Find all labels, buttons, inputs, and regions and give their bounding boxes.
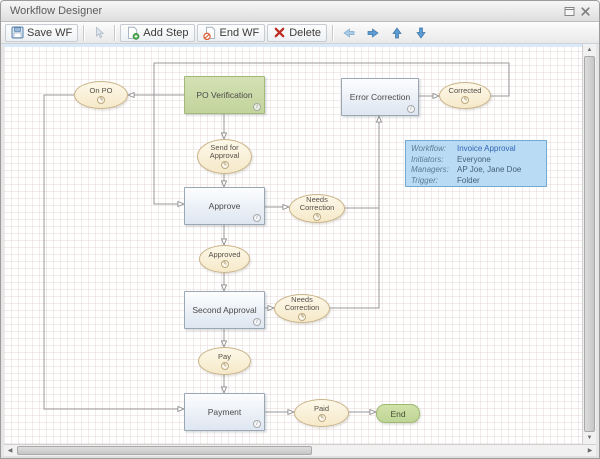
- scroll-left-icon[interactable]: ◀: [7, 448, 13, 454]
- node-po-verification[interactable]: PO Verification i: [184, 76, 265, 114]
- node-second-approval[interactable]: Second Approval i: [184, 291, 265, 329]
- node-needs-correction-2[interactable]: Needs Correction ✎: [274, 294, 330, 323]
- toolbar-separator: [114, 24, 116, 41]
- save-wf-label: Save WF: [27, 26, 73, 39]
- info-icon[interactable]: i: [253, 420, 261, 428]
- node-end[interactable]: End: [376, 404, 420, 423]
- page-add-green-icon: [128, 26, 140, 40]
- info-icon[interactable]: i: [253, 318, 261, 326]
- edit-icon: ✎: [317, 413, 326, 422]
- info-icon[interactable]: i: [253, 103, 261, 111]
- edit-icon: ✎: [220, 361, 229, 370]
- move-up-button[interactable]: [386, 24, 408, 42]
- restore-window-icon[interactable]: [561, 4, 577, 19]
- node-on-po[interactable]: On PO ✎: [74, 81, 128, 109]
- info-row: Trigger: Folder: [411, 176, 541, 187]
- red-x-icon: [274, 27, 285, 38]
- info-icon[interactable]: i: [253, 214, 261, 222]
- edit-icon: ✎: [461, 96, 469, 104]
- close-window-icon[interactable]: [577, 4, 593, 19]
- edit-icon: ✎: [313, 213, 321, 221]
- move-left-button[interactable]: [338, 24, 360, 42]
- workflow-canvas[interactable]: On PO ✎ Corrected ✎ Send for Approval ✎ …: [4, 44, 584, 444]
- toolbar-separator: [332, 24, 334, 41]
- save-wf-button[interactable]: Save WF: [5, 23, 79, 42]
- info-value: Folder: [457, 175, 480, 185]
- node-corrected[interactable]: Corrected ✎: [439, 82, 491, 109]
- add-step-button[interactable]: Add Step: [120, 23, 195, 42]
- info-value: Everyone: [457, 154, 491, 164]
- step-label: Error Correction: [349, 92, 411, 102]
- end-label: End: [390, 408, 406, 419]
- node-error-correction[interactable]: Error Correction i: [341, 78, 419, 116]
- restore-icon: [564, 6, 574, 16]
- vertical-scrollbar[interactable]: ▲ ▼: [582, 44, 596, 444]
- info-label: Workflow:: [411, 144, 447, 153]
- close-icon: [580, 6, 590, 16]
- node-pay[interactable]: Pay ✎: [198, 347, 251, 375]
- pointer-tool-button[interactable]: [89, 24, 109, 42]
- transition-label: Needs Correction: [284, 295, 320, 312]
- transition-label: Paid: [313, 403, 329, 413]
- scroll-up-icon[interactable]: ▲: [586, 47, 593, 53]
- end-wf-label: End WF: [219, 26, 260, 39]
- blue-arrow-right-icon: [367, 27, 379, 38]
- node-needs-correction-1[interactable]: Needs Correction ✎: [289, 194, 345, 223]
- info-value: Invoice Approval: [457, 144, 516, 153]
- page-end-orange-icon: [202, 26, 215, 40]
- connector-lines: [43, 62, 510, 444]
- node-approved[interactable]: Approved ✎: [199, 245, 250, 273]
- workflow-info-box: Workflow: Invoice Approval Initiators: E…: [405, 140, 547, 187]
- transition-label: On PO: [89, 85, 113, 95]
- edit-icon: ✎: [97, 95, 105, 104]
- window-title: Workflow Designer: [10, 5, 103, 17]
- info-label: Managers:: [411, 165, 449, 174]
- blue-arrow-down-icon: [416, 27, 426, 39]
- step-label: Second Approval: [192, 305, 257, 315]
- transition-label: Corrected: [448, 86, 482, 95]
- info-row: Initiators: Everyone: [411, 155, 541, 166]
- transition-label: Approved: [208, 249, 241, 259]
- scroll-right-icon[interactable]: ▶: [587, 448, 593, 454]
- info-row: Workflow: Invoice Approval: [411, 144, 541, 155]
- info-label: Trigger:: [411, 175, 438, 185]
- move-right-button[interactable]: [362, 24, 384, 42]
- transition-label: Send for Approval: [209, 143, 240, 160]
- info-icon[interactable]: i: [407, 105, 415, 113]
- edit-icon: ✎: [298, 313, 306, 321]
- horizontal-scrollbar[interactable]: ◀ ▶: [4, 444, 596, 456]
- floppy-disk-icon: [11, 26, 24, 39]
- edit-icon: ✎: [220, 259, 229, 268]
- blue-arrow-left-icon: [343, 27, 355, 38]
- scroll-down-icon[interactable]: ▼: [586, 435, 593, 441]
- delete-label: Delete: [289, 26, 322, 39]
- transition-label: Pay: [218, 351, 231, 361]
- move-down-button[interactable]: [410, 24, 432, 42]
- node-send-for-approval[interactable]: Send for Approval ✎: [197, 139, 252, 174]
- node-payment[interactable]: Payment i: [184, 393, 265, 431]
- step-label: Payment: [207, 407, 242, 417]
- vertical-scrollbar-thumb[interactable]: [584, 56, 595, 432]
- cursor-pointer-icon: [96, 26, 105, 39]
- toolbar: Save WF Add Step End WF Delete: [1, 22, 599, 44]
- step-label: PO Verification: [196, 90, 253, 100]
- info-label: Initiators:: [411, 154, 444, 164]
- info-row: Managers: AP Joe, Jane Doe: [411, 165, 541, 176]
- blue-arrow-up-icon: [392, 26, 402, 38]
- delete-button[interactable]: Delete: [267, 23, 328, 42]
- node-approve[interactable]: Approve i: [184, 187, 265, 225]
- info-value: AP Joe, Jane Doe: [457, 165, 522, 174]
- transition-label: Needs Correction: [299, 195, 335, 212]
- node-paid[interactable]: Paid ✎: [294, 399, 349, 427]
- window-bottom-edge: [1, 456, 599, 458]
- edit-icon: ✎: [220, 161, 229, 169]
- add-step-label: Add Step: [143, 26, 189, 39]
- end-wf-button[interactable]: End WF: [196, 23, 266, 42]
- title-bar: Workflow Designer: [1, 1, 599, 22]
- horizontal-scrollbar-thumb[interactable]: [17, 446, 312, 455]
- toolbar-separator: [83, 24, 85, 41]
- step-label: Approve: [208, 201, 241, 211]
